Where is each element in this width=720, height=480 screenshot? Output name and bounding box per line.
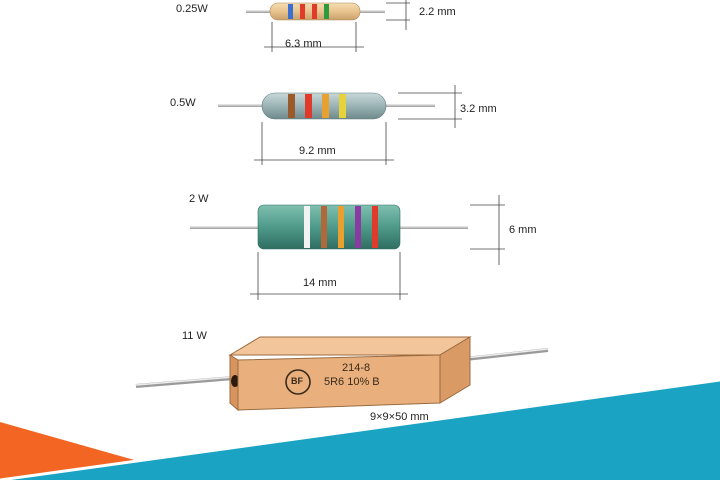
lead-wire [246,10,276,13]
color-band [322,94,329,118]
part-code: 214-8 [342,362,371,374]
resistor-0-25w [246,0,410,52]
color-band [338,206,344,248]
logo-text: BF [291,376,303,386]
resistor-0-5w [218,85,462,165]
color-band [355,206,361,248]
lead-wire [455,348,549,362]
color-band [288,94,295,118]
power-label: 0.5W [170,97,196,109]
resistor-2w [190,195,505,300]
color-band [324,4,329,19]
lead-wire [135,376,235,388]
power-label: 11 W [182,330,207,342]
color-band [305,94,312,118]
color-band [312,4,317,19]
length-label: 14 mm [303,277,337,289]
manufacturer-logo [285,369,311,395]
color-band [339,94,346,118]
resistor-11w [135,336,549,412]
ceramic-top [228,336,472,356]
diameter-label: 6 mm [509,224,537,236]
diameter-label: 3.2 mm [460,103,497,115]
diameter-label: 2.2 mm [419,6,456,18]
resistance-value: 5R6 10% B [324,376,380,388]
color-band [288,4,293,19]
power-label: 0.25W [176,3,208,15]
color-band [304,206,310,248]
lead-wire [190,226,262,229]
lead-wire [355,10,385,13]
size-label: 9×9×50 mm [370,411,429,423]
ceramic-side [439,336,471,404]
color-band [321,206,327,248]
power-label: 2 W [189,193,209,205]
length-label: 9.2 mm [299,145,336,157]
lead-wire [380,104,435,107]
color-band [300,4,305,19]
lead-wire [218,104,268,107]
resistor-body [257,204,401,250]
length-label: 6.3 mm [285,38,322,50]
color-band [372,206,378,248]
lead-wire [396,226,468,229]
